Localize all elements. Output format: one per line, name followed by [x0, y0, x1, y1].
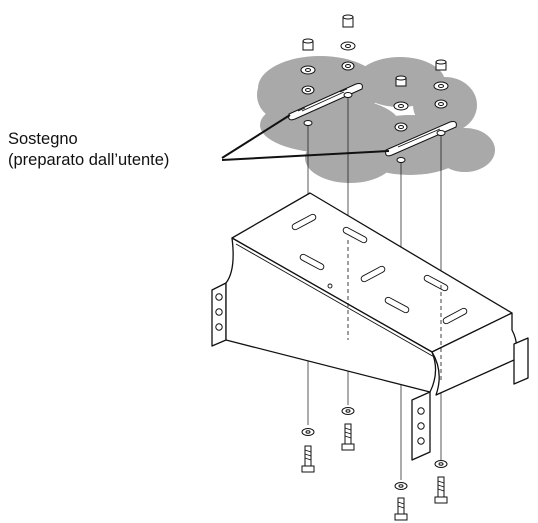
slotted-plate-left	[288, 83, 363, 121]
mounting-bracket	[211, 192, 529, 461]
bolt-1	[301, 428, 315, 473]
top-hardware-stack-2	[340, 14, 356, 98]
bolt-4	[434, 460, 448, 504]
callout-leader-lines	[221, 114, 390, 161]
top-hardware-stack-1	[300, 38, 316, 126]
top-hardware-stack-4	[433, 59, 449, 136]
callout-label-user-prepared: (preparato dall’utente)	[8, 151, 170, 169]
top-hardware-stack-3	[393, 75, 409, 163]
bracket-slots	[291, 213, 468, 325]
callout-label-support: Sostegno	[8, 130, 78, 148]
hidden-lines	[347, 240, 442, 380]
slotted-plate-right	[385, 121, 457, 157]
bolt-2	[341, 407, 355, 451]
bolt-3	[394, 482, 408, 521]
